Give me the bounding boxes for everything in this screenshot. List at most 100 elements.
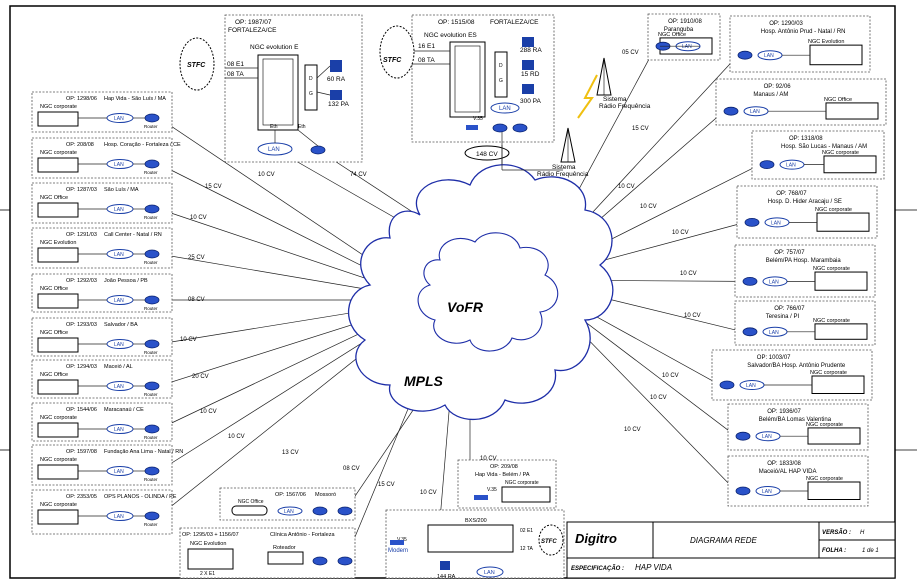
bottom-site-clinica: OP: 1295/03 + 1156/07 Clínica Antônio - … bbox=[179, 527, 356, 579]
site-equipment: NGC corporate bbox=[822, 150, 859, 156]
v35-label: V.35 bbox=[487, 487, 497, 493]
router-icon bbox=[310, 145, 326, 155]
hub-op: OP: 1987/07 bbox=[235, 19, 272, 26]
site-name: Teresina / PI bbox=[766, 314, 800, 320]
v35-label: V.35 bbox=[473, 116, 483, 122]
pbx-unit bbox=[816, 212, 870, 232]
lan-label: LAN bbox=[786, 163, 796, 169]
site-equipment: NGC corporate bbox=[505, 480, 539, 486]
cv-label: 08 CV bbox=[188, 297, 205, 303]
bottom-site-bxs: BXS/200 V.35 Modem 02 E1 12 TA STFC 144 … bbox=[385, 509, 565, 580]
lan-label: LAN bbox=[114, 427, 124, 433]
cv-count: 148 CV bbox=[476, 151, 498, 158]
router-icon bbox=[144, 113, 160, 123]
router-icon bbox=[312, 506, 328, 516]
site-op: OP: 208/08 bbox=[66, 142, 94, 148]
cv-label: 13 CV bbox=[282, 450, 299, 456]
router-icon bbox=[144, 466, 160, 476]
bottom-site-mossoro: OP: 1567/06 Mossoró NGC Office LAN bbox=[219, 487, 356, 521]
modem-label: Modem bbox=[388, 548, 408, 554]
cv-label: 08 CV bbox=[343, 466, 360, 472]
cv-label: 10 CV bbox=[190, 215, 207, 221]
router-icon bbox=[744, 217, 760, 227]
lan-label: LAN bbox=[762, 434, 772, 440]
site-equipment: NGC corporate bbox=[806, 422, 843, 428]
site-op: OP: 766/07 bbox=[774, 306, 805, 312]
mpls-label: MPLS bbox=[404, 373, 444, 389]
diagram-title: DIAGRAMA REDE bbox=[690, 536, 757, 545]
pbx-unit bbox=[825, 102, 879, 120]
cv-label: 10 CV bbox=[480, 456, 497, 462]
lan-label: LAN bbox=[114, 384, 124, 390]
lan-label: LAN bbox=[114, 342, 124, 348]
title-block: Digitro DIAGRAMA REDE VERSÃO : H FOLHA :… bbox=[566, 521, 896, 579]
ta-count: 08 TA bbox=[418, 57, 435, 64]
site-name: Hosp. Antônio Prud - Natal / RN bbox=[761, 29, 846, 35]
lan-label: LAN bbox=[484, 570, 495, 576]
site-equipment: NGC corporate bbox=[813, 266, 850, 272]
router-icon bbox=[144, 295, 160, 305]
lan-label: LAN bbox=[764, 53, 774, 59]
site-op: OP: 1293/03 bbox=[66, 322, 97, 328]
lan-label: LAN bbox=[114, 514, 124, 520]
site-op: OP: 1003/07 bbox=[757, 355, 791, 361]
lan-label: LAN bbox=[771, 220, 781, 226]
site-name: Manaus / AM bbox=[753, 92, 788, 98]
cv-label: 15 CV bbox=[632, 126, 649, 132]
site-op: OP: 1295/03 + 1156/07 bbox=[182, 532, 239, 538]
svg-text:G: G bbox=[309, 91, 313, 97]
site-name: Hosp. São Lucas - Manaus / AM bbox=[781, 144, 867, 150]
ta-count: 08 TA bbox=[227, 71, 244, 78]
site-name: Belém/PA Hosp. Marambaia bbox=[766, 258, 842, 264]
site-name: Maceió / AL bbox=[104, 364, 133, 370]
lan-label: LAN bbox=[268, 147, 280, 153]
site-op: OP: 1298/06 bbox=[66, 96, 97, 102]
spec-label: ESPECIFICAÇÃO : bbox=[571, 565, 624, 572]
cv-label: 10 CV bbox=[180, 337, 197, 343]
svg-text:G: G bbox=[499, 78, 503, 84]
ra-label: 144 RA bbox=[437, 574, 456, 580]
site-op: OP: 92/06 bbox=[764, 84, 792, 90]
site-equipment: NGC Office bbox=[40, 195, 68, 201]
lan-label: LAN bbox=[114, 252, 124, 258]
site-op: OP: 1290/03 bbox=[769, 21, 803, 27]
pbx-unit bbox=[37, 202, 79, 218]
page-value: 1 de 1 bbox=[862, 548, 879, 554]
lan-label: LAN bbox=[762, 489, 772, 495]
site-name: Hosp. D. Hider Aracaju / SE bbox=[768, 199, 842, 205]
pbx-unit bbox=[811, 375, 865, 394]
router-label: Router bbox=[144, 350, 158, 355]
pbx-unit bbox=[37, 293, 79, 309]
site-name: Call Center - Natal / RN bbox=[104, 232, 162, 238]
phone-icon bbox=[440, 561, 450, 570]
lan-label: LAN bbox=[114, 162, 124, 168]
site-op: OP: 1936/07 bbox=[767, 409, 801, 415]
cv-label: 74 CV bbox=[350, 172, 367, 178]
hub-place: FORTALEZA/CE bbox=[228, 27, 277, 34]
site-equipment: NGC corporate bbox=[40, 502, 77, 508]
router-label: Router bbox=[144, 435, 158, 440]
router-icon bbox=[492, 123, 508, 133]
pbx-unit bbox=[37, 464, 79, 480]
cv-label: 05 CV bbox=[622, 50, 639, 56]
modem-icon bbox=[390, 540, 404, 545]
cv-label: 10 CV bbox=[200, 409, 217, 415]
site-op: OP: 2353/05 bbox=[66, 494, 97, 500]
ra-count: 288 RA bbox=[520, 47, 542, 54]
cv-label: 10 CV bbox=[624, 427, 641, 433]
rd-count: 15 RD bbox=[521, 71, 540, 78]
e1-label: 02 E1 bbox=[520, 528, 533, 534]
lan-label: LAN bbox=[114, 298, 124, 304]
pbx-unit bbox=[807, 481, 861, 500]
